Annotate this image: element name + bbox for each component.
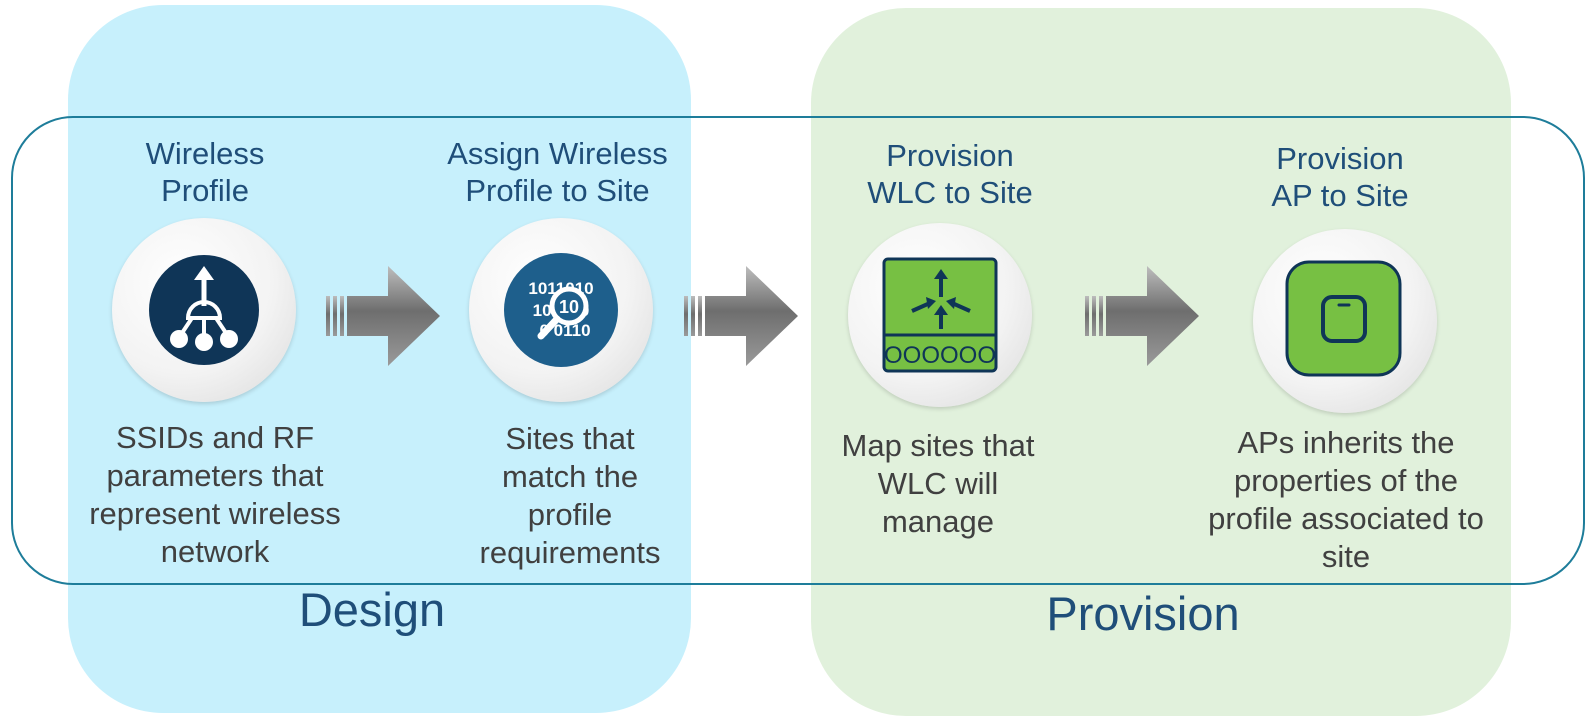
access-point-icon — [1285, 260, 1402, 377]
wireless-controller-icon: OOOOOO — [882, 257, 998, 373]
workflow-frame — [11, 116, 1585, 585]
step-desc-provision-wlc: Map sites that WLC will manage — [841, 428, 1035, 539]
flow-arrow-2 — [684, 266, 798, 366]
step-desc-assign-profile: Sites that match the profile requirement… — [479, 421, 661, 570]
svg-text:OOOOOO: OOOOOO — [884, 342, 996, 369]
network-profile-icon — [149, 255, 259, 365]
step-desc-wireless-profile: SSIDs and RF parameters that represent w… — [89, 420, 341, 569]
provision-wlc-icon-ring: OOOOOO — [848, 223, 1032, 407]
step-title-assign-profile: Assign Wireless Profile to Site — [447, 136, 668, 208]
svg-text:10: 10 — [559, 297, 579, 317]
section-label-design: Design — [298, 583, 446, 636]
flow-arrow-1 — [326, 266, 440, 366]
assign-profile-icon-ring: 1011010 10 10 0 0 0110 10 — [469, 218, 653, 402]
step-desc-provision-ap: APs inherits the properties of the profi… — [1208, 425, 1484, 574]
section-label-provision: Provision — [1046, 587, 1240, 640]
step-title-provision-wlc: Provision WLC to Site — [867, 138, 1033, 210]
step-title-wireless-profile: Wireless Profile — [145, 136, 265, 208]
binary-search-icon: 1011010 10 10 0 0 0110 10 — [504, 253, 618, 367]
wireless-profile-icon-ring — [112, 218, 296, 402]
flow-arrow-3 — [1085, 266, 1199, 366]
provision-ap-icon-ring — [1253, 229, 1437, 413]
step-title-provision-ap: Provision AP to Site — [1271, 141, 1409, 213]
